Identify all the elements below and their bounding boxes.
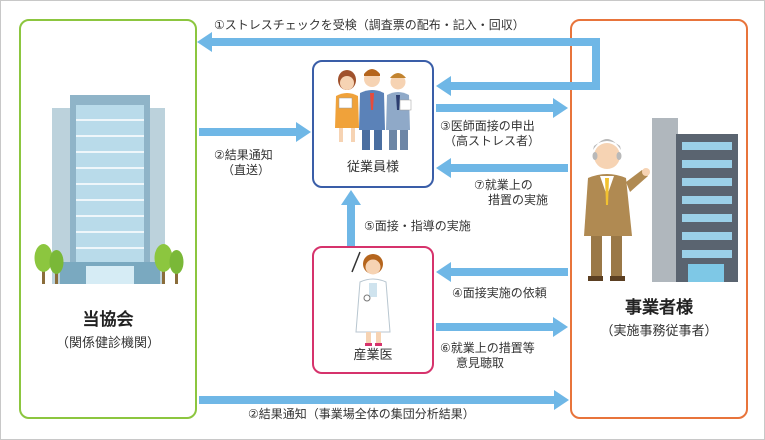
arrow-f2a-head <box>296 122 311 142</box>
flow-label-4: ④面接実施の依頼 <box>452 286 547 300</box>
arrow-f2b-head <box>554 390 569 410</box>
flow-label-1: ①ストレスチェックを受検（調査票の配布・記入・回収） <box>214 18 525 32</box>
arrow-f3-line <box>436 104 554 112</box>
flow-label-7-line1: ⑦就業上の <box>474 178 533 192</box>
flow-label-7-line2: 措置の実施 <box>488 193 549 207</box>
arrow-f4-head <box>436 262 451 282</box>
arrow-f3-head <box>553 98 568 118</box>
arrow-f7-line <box>450 164 568 172</box>
arrow-f1b-line <box>450 82 596 90</box>
flow-label-3-line1: ③医師面接の申出 <box>440 119 535 133</box>
doctor-name: 産業医 <box>353 348 393 363</box>
association-building-illustration <box>34 95 184 284</box>
arrow-f7-head <box>436 158 451 178</box>
flow-label-6-line1: ⑥就業上の措置等 <box>440 341 535 355</box>
doctor-illustration <box>351 251 391 346</box>
flow-label-6-line2: 意見聴取 <box>456 356 505 370</box>
arrow-f1b-head <box>436 76 451 96</box>
employer-illustration <box>584 118 738 282</box>
flow-label-2a-line2: （直送） <box>222 163 271 177</box>
flow-label-3-line2: （高ストレス者） <box>444 134 541 148</box>
arrow-f2b-line <box>199 396 555 404</box>
arrow-f1-head <box>197 32 212 52</box>
employer-name: 事業者様 <box>625 298 693 318</box>
employees-name: 従業員様 <box>346 160 399 175</box>
arrow-f5-line <box>347 204 355 246</box>
association-box <box>19 19 197 419</box>
flow-label-2a-line1: ②結果通知 <box>214 148 273 162</box>
employees-illustration <box>335 69 412 150</box>
flow-label-2b: ②結果通知（事業場全体の集団分析結果） <box>248 407 475 421</box>
association-name: 当協会 <box>82 310 134 330</box>
arrow-f6-head <box>553 317 568 337</box>
employer-subtitle: （実施事務従事者） <box>600 324 718 339</box>
arrow-f4-line <box>450 268 568 276</box>
association-subtitle: （関係健診機関） <box>55 336 160 351</box>
arrow-f1-connector <box>592 38 600 90</box>
arrow-f2a-line <box>199 128 297 136</box>
flow-label-5: ⑤面接・指導の実施 <box>364 219 471 233</box>
arrow-f5-head <box>341 190 361 205</box>
arrow-f6-line <box>436 323 554 331</box>
arrow-f1-line <box>208 38 600 46</box>
